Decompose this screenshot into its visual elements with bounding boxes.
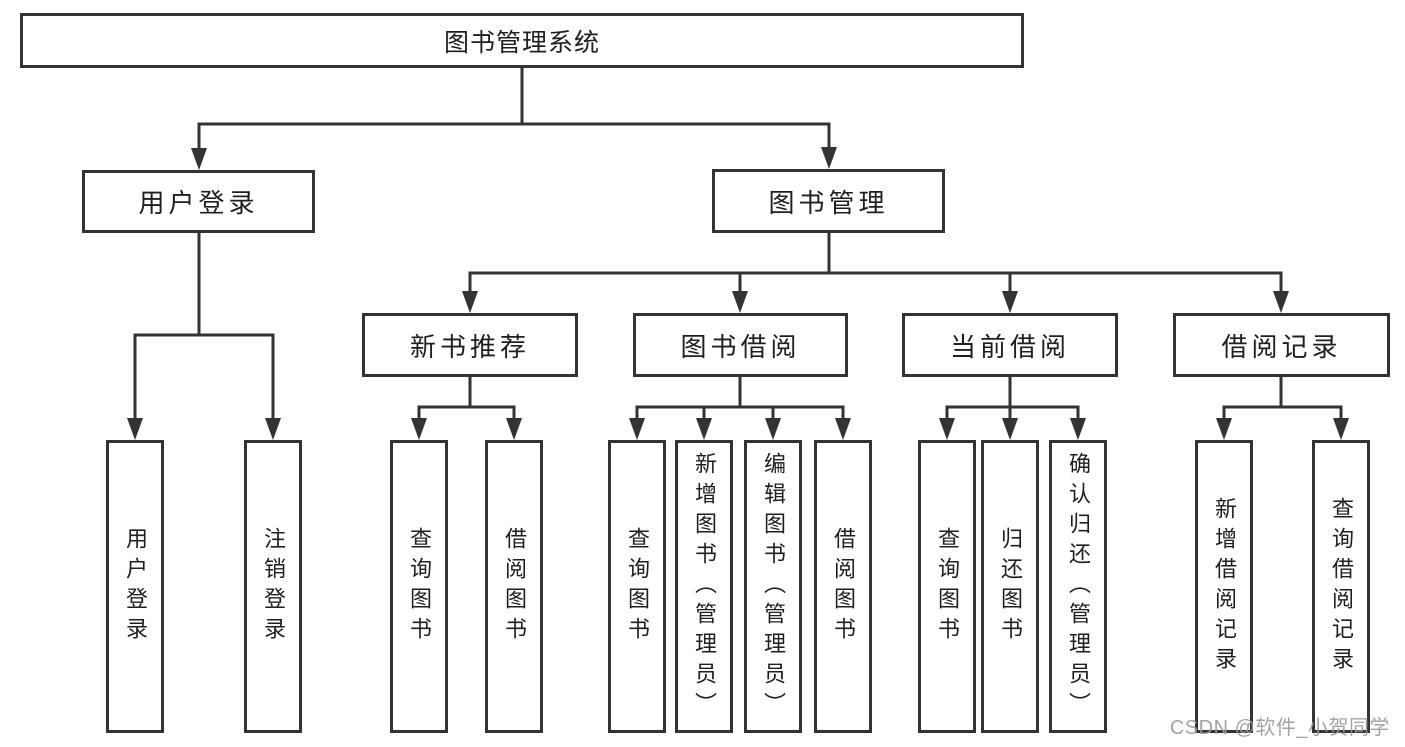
node-book-borrow: 图书借阅 [633, 313, 848, 377]
leaf-query-borrow-record: 查询借阅记录 [1312, 440, 1370, 733]
leaf-logout: 注销登录 [244, 440, 302, 733]
leaf-user-login: 用户登录 [106, 440, 164, 733]
leaf-query-books-borrow: 查询图书 [608, 440, 666, 733]
leaf-confirm-return-admin: 确认归还（管理员） [1049, 440, 1107, 733]
node-user-login: 用户登录 [82, 170, 315, 233]
node-library-system: 图书管理系统 [20, 13, 1024, 68]
node-book-management: 图书管理 [712, 169, 945, 233]
leaf-return-book: 归还图书 [981, 440, 1039, 733]
leaf-add-borrow-record: 新增借阅记录 [1195, 440, 1253, 733]
leaf-query-books-current: 查询图书 [918, 440, 976, 733]
leaf-query-books-recommend: 查询图书 [390, 440, 448, 733]
node-new-book-recommend: 新书推荐 [362, 313, 578, 377]
watermark: CSDN @软件_小贺同学 [1169, 717, 1390, 739]
leaf-borrow-books-recommend: 借阅图书 [485, 440, 543, 733]
leaf-edit-book-admin: 编辑图书（管理员） [744, 440, 802, 733]
leaf-add-book-admin: 新增图书（管理员） [675, 440, 733, 733]
node-current-borrow: 当前借阅 [902, 313, 1118, 377]
leaf-borrow-books: 借阅图书 [814, 440, 872, 733]
node-borrow-records: 借阅记录 [1173, 313, 1390, 377]
